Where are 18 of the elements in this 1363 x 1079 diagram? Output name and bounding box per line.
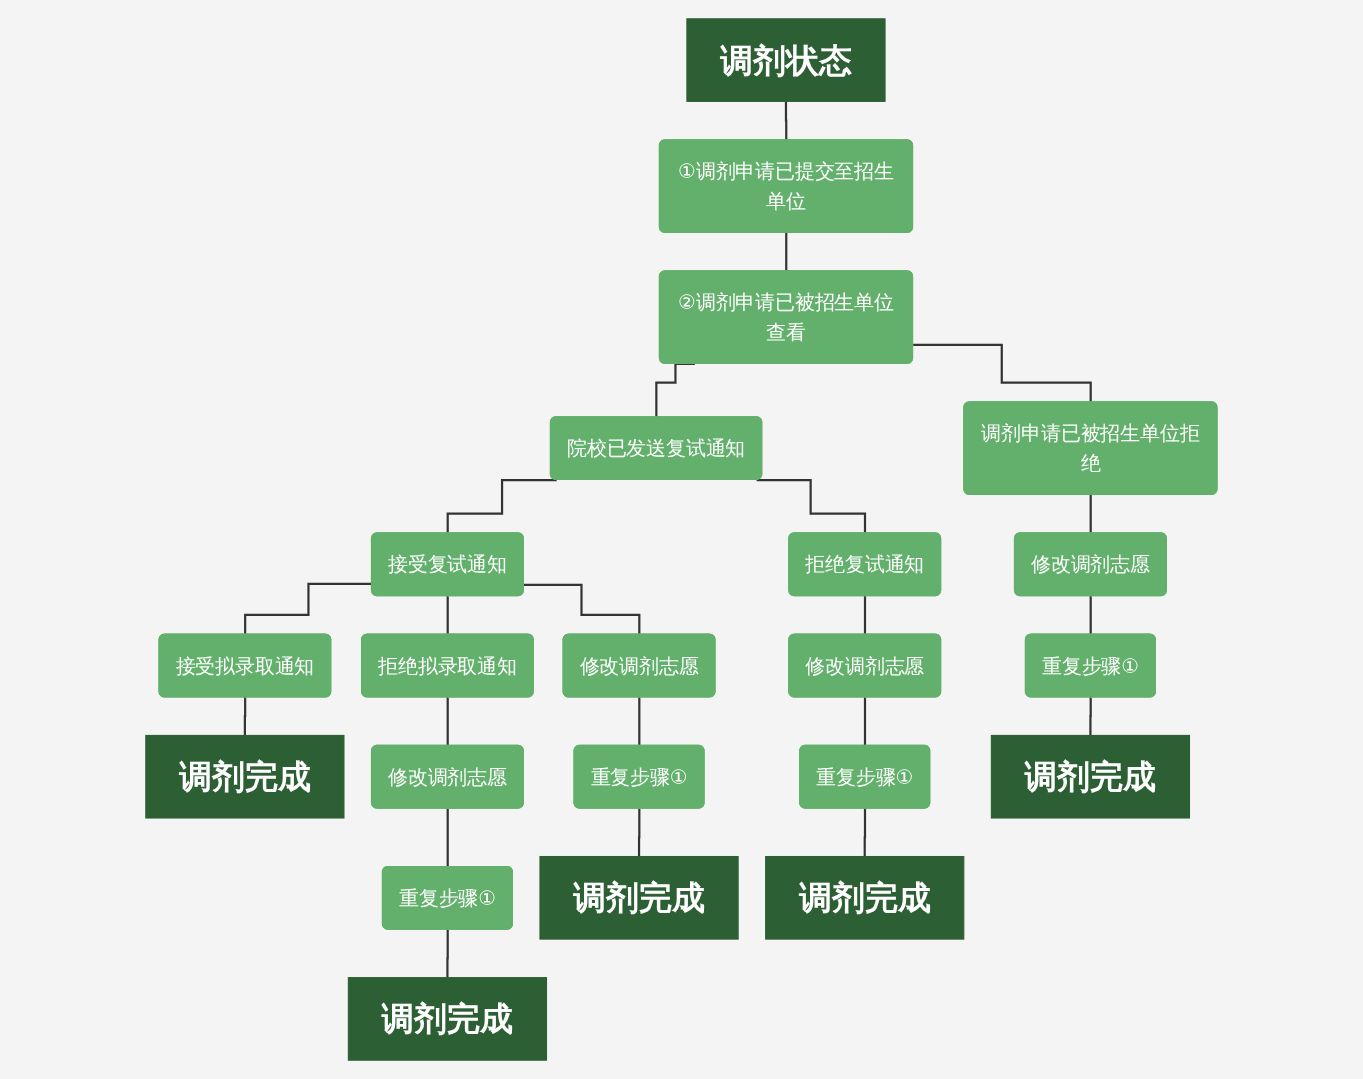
connector [446,595,450,636]
connector [524,583,641,636]
connector [446,928,450,979]
node-box: 调剂状态 [686,18,886,102]
connector [1089,595,1093,636]
connector [446,696,450,747]
node-box: 调剂完成 [990,734,1191,819]
connector [243,696,247,737]
connector [638,696,641,747]
connector [863,696,867,747]
node-box: 调剂完成 [145,734,345,819]
connector [863,595,867,636]
node-box: 调剂完成 [347,977,548,1061]
connector [638,807,641,858]
connector [863,807,867,858]
connector [1089,696,1093,737]
node-box: 调剂完成 [765,856,965,940]
node-box: 调剂完成 [539,856,739,940]
